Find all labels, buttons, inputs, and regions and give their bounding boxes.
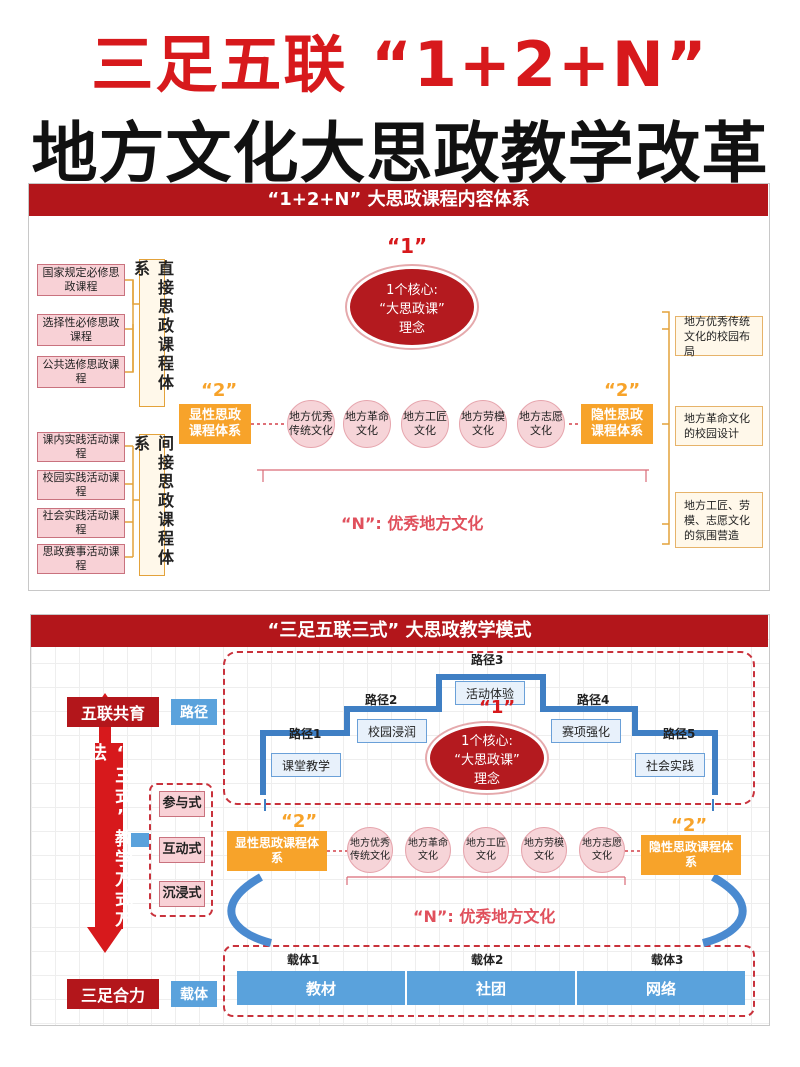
- carrier-box-1: 教材: [237, 971, 407, 1005]
- direct-system-label: 直接思政课程体系: [131, 259, 174, 407]
- two-right-top: “2”: [604, 380, 641, 401]
- campus-box: 地方优秀传统文化的校园布局: [675, 315, 763, 358]
- carrier-tag: 载体: [171, 981, 217, 1007]
- culture-circle: 地方志愿文化: [579, 827, 625, 873]
- path-label-2: 路径2: [365, 693, 398, 707]
- campus-box: 地方革命文化的校园设计: [675, 406, 763, 446]
- mode-arrow: [131, 833, 149, 847]
- teaching-mode-panel: “三足五联三式” 大思政教学模式 五联共育 路径 “三式”教学方式方法: [30, 614, 770, 1026]
- culture-circle: 地方劳模文化: [521, 827, 567, 873]
- path-box-4: 赛项强化: [551, 719, 621, 743]
- path-label-5: 路径5: [663, 727, 696, 741]
- culture-circle: 地方革命文化: [343, 400, 391, 448]
- main-subtitle: 地方文化大思政教学改革: [31, 115, 769, 192]
- mode-participatory: 参与式: [159, 791, 205, 817]
- path-box-1: 课堂教学: [271, 753, 341, 777]
- two-left-bottom: “2”: [281, 811, 318, 832]
- core-concept-bottom: 1个核心: “大思政课” 理念: [427, 723, 547, 793]
- culture-circle: 地方优秀传统文化: [287, 400, 335, 448]
- path-tag: 路径: [171, 699, 217, 725]
- carriers-container: [223, 945, 755, 1017]
- n-label-bottom: “N”: 优秀地方文化: [413, 907, 556, 926]
- carrier-label-1: 载体1: [287, 953, 320, 967]
- activity-box: 社会实践活动课程: [37, 508, 125, 538]
- path-box-2: 校园浸润: [357, 719, 427, 743]
- two-right-bottom: “2”: [671, 815, 708, 836]
- core-concept-top: 1个核心: “大思政课” 理念: [347, 266, 477, 348]
- culture-circles-top: 地方优秀传统文化 地方革命文化 地方工匠文化 地方劳模文化 地方志愿文化: [287, 400, 577, 450]
- path-label-4: 路径4: [577, 693, 610, 707]
- activity-box: 校园实践活动课程: [37, 470, 125, 500]
- content-system-panel: “1+2+N” 大思政课程内容体系 “1” 1个核心: “大思政课” 理念 国家…: [28, 183, 770, 591]
- wulian-box: 五联共育: [67, 697, 159, 727]
- implicit-system-bottom: 隐性思政课程体系: [641, 835, 741, 875]
- path-label-3: 路径3: [471, 653, 504, 667]
- course-box: 公共选修思政课程: [37, 356, 125, 388]
- top-connectors: [125, 279, 670, 558]
- path-box-5: 社会实践: [635, 753, 705, 777]
- course-box: 国家规定必修思政课程: [37, 264, 125, 296]
- culture-circles-bottom: 地方优秀传统文化 地方革命文化 地方工匠文化 地方劳模文化 地方志愿文化: [347, 827, 627, 877]
- implicit-system: 隐性思政课程体系: [581, 404, 653, 444]
- main-title: 三足五联 “1+2+N”: [91, 28, 709, 101]
- path-box-3: 活动体验: [455, 681, 525, 705]
- one-label-bottom: “1”: [479, 697, 516, 718]
- culture-circle: 地方工匠文化: [463, 827, 509, 873]
- activity-box: 思政赛事活动课程: [37, 544, 125, 574]
- path-label-1: 路径1: [289, 727, 322, 741]
- paths-container: [223, 651, 755, 805]
- culture-circle: 地方优秀传统文化: [347, 827, 393, 873]
- culture-circle: 地方工匠文化: [401, 400, 449, 448]
- panel-band-bottom: “三足五联三式” 大思政教学模式: [31, 615, 768, 647]
- course-box: 选择性必修思政课程: [37, 314, 125, 346]
- carrier-label-3: 载体3: [651, 953, 684, 967]
- sanshi-label: “三式”教学方式方法: [86, 743, 133, 929]
- two-left-top: “2”: [201, 380, 238, 401]
- carrier-label-2: 载体2: [471, 953, 504, 967]
- n-label-top: “N”: 优秀地方文化: [341, 514, 484, 533]
- carrier-bar: 教材 社团 网络: [237, 971, 745, 1005]
- campus-box: 地方工匠、劳模、志愿文化的氛围营造: [675, 492, 763, 548]
- activity-box: 课内实践活动课程: [37, 432, 125, 462]
- panel-band-top: “1+2+N” 大思政课程内容体系: [29, 184, 768, 216]
- culture-circle: 地方劳模文化: [459, 400, 507, 448]
- one-label-top: “1”: [387, 234, 428, 258]
- explicit-system-bottom: 显性思政课程体系: [227, 831, 327, 871]
- indirect-system-label: 间接思政课程体系: [131, 434, 174, 576]
- carrier-box-2: 社团: [407, 971, 577, 1005]
- carrier-box-3: 网络: [577, 971, 745, 1005]
- modes-container: [149, 783, 213, 917]
- mode-interactive: 互动式: [159, 837, 205, 863]
- culture-circle: 地方革命文化: [405, 827, 451, 873]
- explicit-system: 显性思政课程体系: [179, 404, 251, 444]
- sanzu-box: 三足合力: [67, 979, 159, 1009]
- culture-circle: 地方志愿文化: [517, 400, 565, 448]
- mode-immersive: 沉浸式: [159, 881, 205, 907]
